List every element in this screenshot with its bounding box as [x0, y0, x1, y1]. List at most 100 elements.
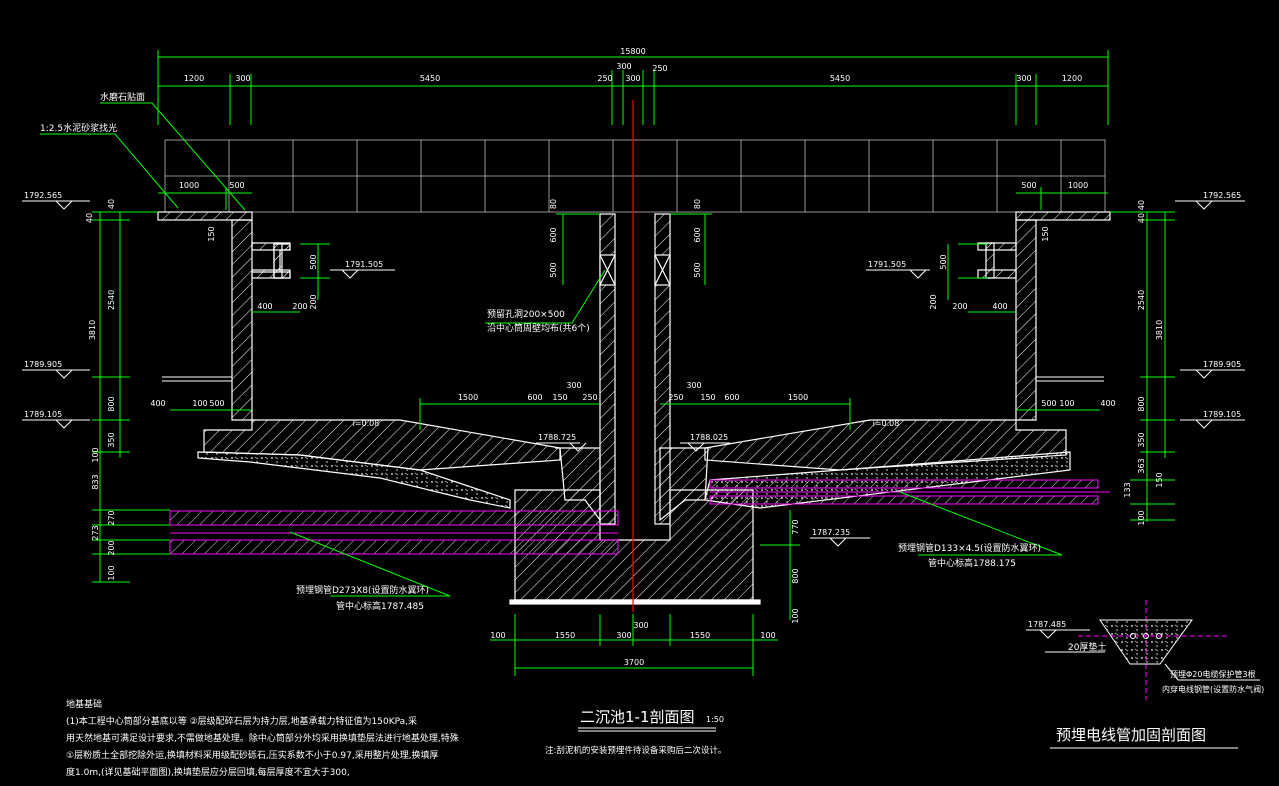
dim-top: 300 [235, 74, 250, 83]
dim-found-v: 800 [791, 568, 800, 583]
channel-dim-text: 500 200 400 200 150 500 200 200 400 150 … [207, 199, 1050, 311]
dim-floor-left: 150 [552, 393, 567, 402]
dim-left-v: 200 [107, 540, 116, 555]
dim-found-v: 770 [791, 519, 800, 534]
dim-left-v: 350 [107, 432, 116, 447]
dim-channel: 500 [309, 254, 318, 269]
dim-floor-left: 400 [150, 399, 165, 408]
top-dimensions [157, 50, 1109, 210]
dim-apron: 500 [1021, 181, 1036, 190]
elev-channel-right: 1791.505 [868, 260, 906, 269]
elev-sump-left: 1788.725 [538, 433, 576, 442]
channel-dimensions [252, 213, 1016, 313]
dim-floor-right: 150 [700, 393, 715, 402]
notes-line: (1)本工程中心筒部分基底以等 ②层级配碎石层为持力层,地基承载力特征值为150… [66, 717, 418, 727]
label-pipe-right-1: 预埋钢管D133×4.5(设置防水翼环) [898, 542, 1041, 554]
dim-found: 1550 [690, 631, 710, 640]
leaders [40, 102, 1063, 597]
tile-grid [164, 139, 1106, 213]
detail-note-1: 预埋Φ20电缆保护管3根 [1170, 669, 1256, 679]
dim-left-v: 40 [107, 199, 116, 209]
dim-top: 1200 [1062, 74, 1082, 83]
dim-right-v: 2540 [1137, 290, 1146, 310]
elev-top-right: 1792.565 [1203, 191, 1241, 200]
dim-floor-left: 600 [527, 393, 542, 402]
label-hole-2: 沿中心筒周壁均布(共6个) [487, 322, 590, 334]
label-pipe-left-2: 管中心标高1787.485 [336, 600, 424, 612]
foundation-dimensions [490, 510, 800, 676]
elevation-text: 1792.565 1792.565 1791.505 1791.505 1789… [24, 191, 1241, 629]
foundation-notes: 地基基础 (1)本工程中心筒部分基底以等 ②层级配碎石层为持力层,地基承载力特征… [66, 697, 459, 782]
dim-hole: 80 [549, 199, 558, 209]
dim-floor-left: 500 [209, 399, 224, 408]
elev-detail: 1787.485 [1028, 620, 1066, 629]
top-dimension-text: 15800 1200 300 5450 250 300 250 5450 300… [179, 47, 1088, 190]
dim-top-center: 300 [616, 62, 631, 71]
title-scale: 1:50 [706, 715, 724, 724]
title-main: 二沉池1-1剖面图 [580, 708, 695, 726]
dim-channel: 200 [309, 294, 318, 309]
elev-foundation: 1787.235 [812, 528, 850, 537]
dim-right-v: 350 [1137, 432, 1146, 447]
detail-label: 20厚垫土 [1068, 641, 1106, 653]
dim-found: 1550 [555, 631, 575, 640]
main-title: 二沉池1-1剖面图 1:50 注:刮泥机的安装预埋件待设备采购后二次设计。 [545, 708, 726, 756]
dim-left-v: 833 [91, 474, 100, 489]
label-mortar: 1:2.5水泥砂浆找光 [40, 122, 117, 134]
title-detail: 预埋电线管加固剖面图 [1056, 726, 1206, 744]
dim-hole: 80 [693, 199, 702, 209]
dim-top: 1200 [184, 74, 204, 83]
note-main: 注:刮泥机的安装预埋件待设备采购后二次设计。 [545, 745, 726, 756]
floor-slab [197, 419, 1071, 522]
dim-channel: 200 [292, 302, 307, 311]
dim-left-v: 273 [91, 525, 100, 540]
leader-text: 水磨石贴面 1:2.5水泥砂浆找光 预留孔洞200×500 沿中心筒周壁均布(共… [40, 91, 1041, 612]
dim-right-v: 100 [1137, 510, 1146, 525]
dim-floor-right: 500 [1041, 399, 1056, 408]
dim-channel: 200 [929, 294, 938, 309]
notes-line: 度1.0m,(详见基础平面图),换填垫层应分层回填,每层厚度不宜大于300, [66, 768, 350, 778]
detail-section: 20厚垫土 预埋Φ20电缆保护管3根 内穿电线钢管(设置防水气阀) 预埋电线管加… [1045, 600, 1264, 749]
foundation-dim-text: 100 1550 300 300 1550 100 3700 770 800 1… [490, 519, 800, 667]
dim-top: 250 [597, 74, 612, 83]
dim-found: 100 [490, 631, 505, 640]
dim-floor-right: 250 [668, 393, 683, 402]
dim-floor-right: 300 [686, 381, 701, 390]
dim-hole: 500 [549, 262, 558, 277]
dim-channel: 500 [939, 254, 948, 269]
dim-floor-left: 100 [192, 399, 207, 408]
label-hole-1: 预留孔洞200×500 [487, 308, 565, 320]
dim-apron: 1000 [1068, 181, 1088, 190]
dim-left-v: 100 [107, 565, 116, 580]
right-wall [977, 211, 1111, 421]
dim-floor-left: 300 [566, 381, 581, 390]
dim-top: 300 [1016, 74, 1031, 83]
right-vertical-dim-text: 40 40 2540 3810 800 350 363 150 133 100 [1123, 200, 1164, 526]
label-pipe-right-2: 管中心标高1788.175 [928, 557, 1016, 569]
slope-right: i=0.08 [873, 419, 900, 428]
notes-line: ①层粉质土全部挖除外运,换填材料采用级配砂砾石,压实系数不小于0.97,采用整片… [66, 751, 439, 761]
label-pipe-left-1: 预埋钢管D273X8(设置防水翼环) [296, 584, 429, 596]
dim-channel: 400 [992, 302, 1007, 311]
dim-top: 250 [652, 64, 667, 73]
dim-hole: 600 [549, 227, 558, 242]
elevation-markers [22, 200, 1245, 639]
dim-right-v: 133 [1123, 482, 1132, 497]
dim-apron: 500 [229, 181, 244, 190]
left-wall [157, 211, 291, 421]
left-vertical-dimensions [92, 211, 170, 583]
dim-floor-right: 400 [1100, 399, 1115, 408]
detail-note-2: 内穿电线钢管(设置防水气阀) [1162, 684, 1264, 694]
elev-floor-right: 1789.105 [1203, 410, 1241, 419]
dim-channel: 400 [257, 302, 272, 311]
dim-found: 300 [616, 631, 631, 640]
elev-floor-left: 1789.105 [24, 410, 62, 419]
dim-right-v: 800 [1137, 396, 1146, 411]
floor-dimensions [170, 398, 1100, 430]
dim-floor-right: 600 [724, 393, 739, 402]
elev-ground-right: 1789.905 [1203, 360, 1241, 369]
elev-sump-right: 1788.025 [690, 433, 728, 442]
dim-floor-left: 250 [582, 393, 597, 402]
dim-top: 5450 [420, 74, 440, 83]
